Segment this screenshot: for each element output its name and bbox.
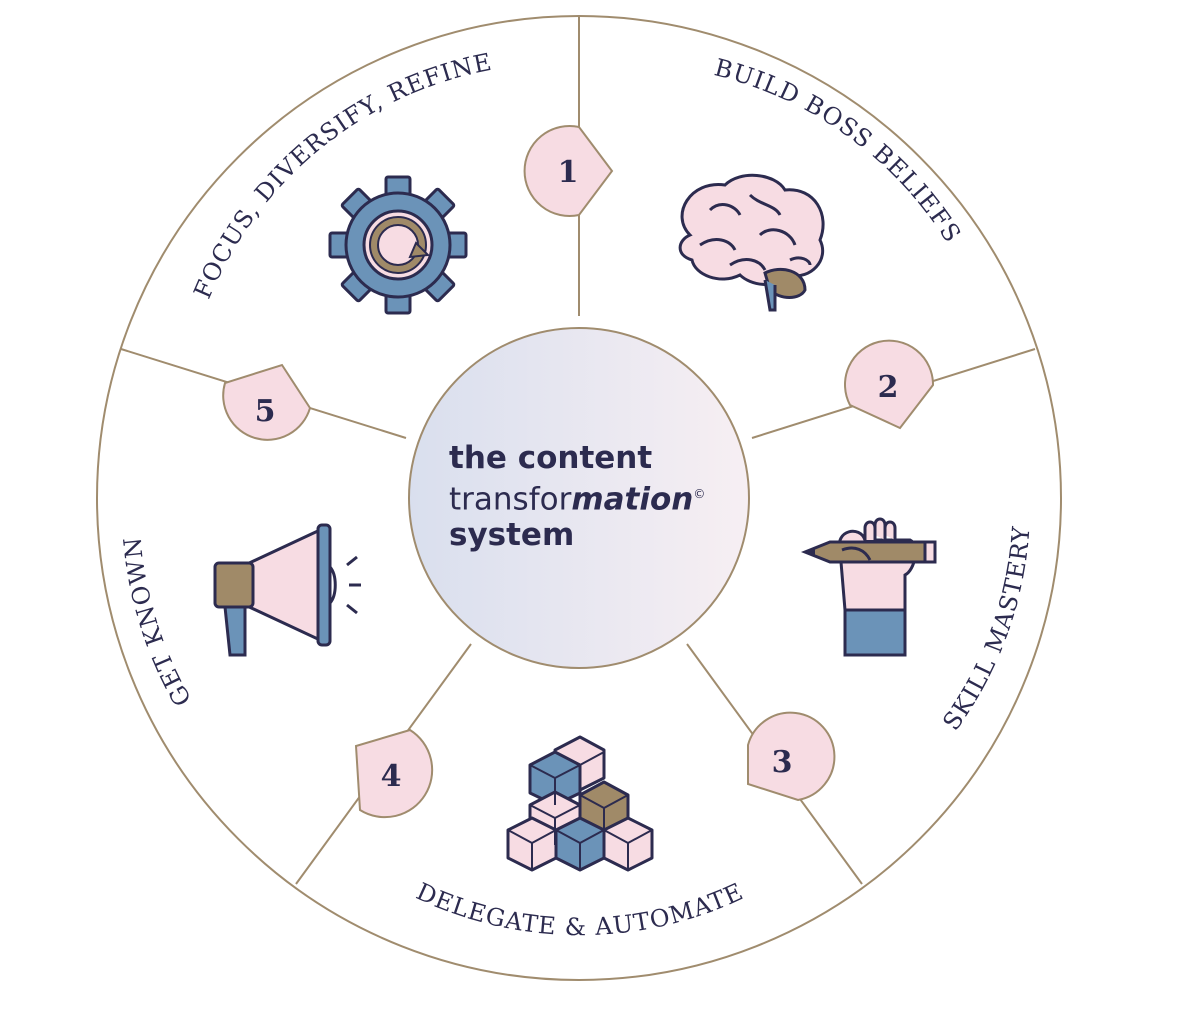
title-line-2: transformation© bbox=[449, 476, 749, 517]
badge-2-number: 2 bbox=[878, 370, 899, 405]
center-title: the content transformation© system bbox=[449, 440, 749, 553]
brain-icon bbox=[678, 173, 825, 312]
badge-5-number: 5 bbox=[255, 394, 276, 429]
badge-5: 5 bbox=[222, 363, 312, 441]
center-circle bbox=[408, 327, 750, 669]
badge-3-number: 3 bbox=[772, 745, 793, 780]
cubes-icon bbox=[506, 735, 654, 872]
badge-1-number: 1 bbox=[558, 155, 579, 190]
gear-icon bbox=[328, 175, 468, 315]
copyright-mark: © bbox=[693, 487, 706, 501]
badge-2: 2 bbox=[844, 339, 935, 430]
title-line-1: the content bbox=[449, 440, 653, 476]
title-line-2-bold: mation bbox=[571, 481, 694, 518]
megaphone-icon bbox=[213, 523, 361, 657]
badge-1: 1 bbox=[523, 125, 614, 217]
badge-3: 3 bbox=[747, 711, 836, 802]
badge-4: 4 bbox=[354, 728, 434, 819]
hand-pencil-icon bbox=[800, 517, 937, 657]
title-line-2-light: transfor bbox=[449, 481, 572, 518]
badge-4-number: 4 bbox=[381, 759, 402, 794]
title-line-3: system bbox=[449, 517, 575, 554]
